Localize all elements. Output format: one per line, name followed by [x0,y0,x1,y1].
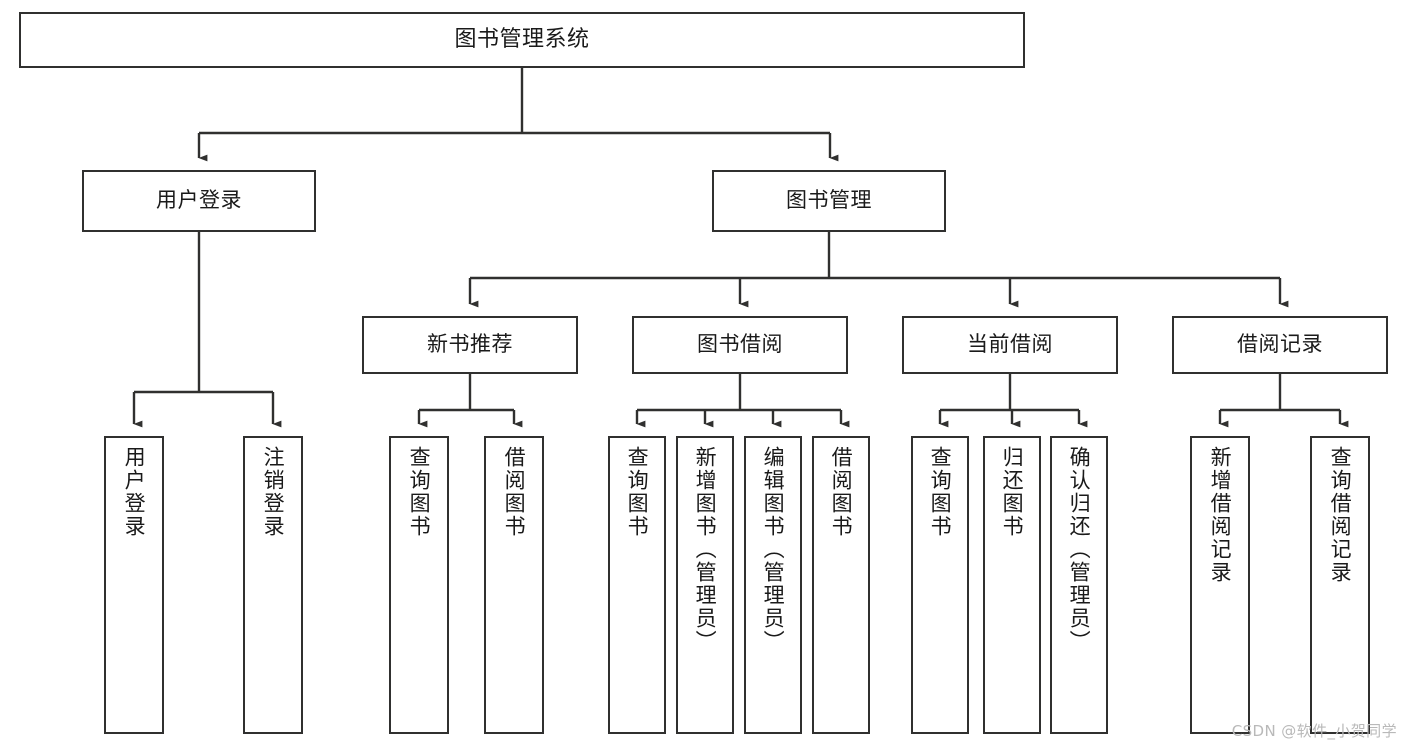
node-book-borrow[interactable]: 图书借阅 [632,316,848,374]
node-leaf-query-book-3[interactable]: 查询图书 [911,436,969,734]
node-user-login[interactable]: 用户登录 [82,170,316,232]
node-leaf-query-record[interactable]: 查询借阅记录 [1310,436,1370,734]
node-book-manage-label: 图书管理 [786,188,872,213]
node-leaf-borrow-book-1[interactable]: 借阅图书 [484,436,544,734]
node-user-login-label: 用户登录 [156,188,242,213]
node-current-borrow-label: 当前借阅 [967,332,1053,357]
node-leaf-add-book-label: 新增图书（管理员） [693,446,718,653]
node-leaf-return-book-label: 归还图书 [1000,446,1025,538]
node-leaf-query-book-3-label: 查询图书 [928,446,953,538]
node-leaf-borrow-book-2[interactable]: 借阅图书 [812,436,870,734]
node-new-book-recommend[interactable]: 新书推荐 [362,316,578,374]
node-leaf-edit-book[interactable]: 编辑图书（管理员） [744,436,802,734]
node-leaf-borrow-book-2-label: 借阅图书 [829,446,854,538]
node-new-book-recommend-label: 新书推荐 [427,332,513,357]
node-leaf-query-book-1-label: 查询图书 [407,446,432,538]
node-leaf-query-book-2-label: 查询图书 [625,446,650,538]
node-leaf-user-logout[interactable]: 注销登录 [243,436,303,734]
node-leaf-add-record[interactable]: 新增借阅记录 [1190,436,1250,734]
node-leaf-borrow-book-1-label: 借阅图书 [502,446,527,538]
node-book-manage[interactable]: 图书管理 [712,170,946,232]
node-current-borrow[interactable]: 当前借阅 [902,316,1118,374]
node-leaf-confirm-return-label: 确认归还（管理员） [1067,446,1092,653]
node-borrow-record[interactable]: 借阅记录 [1172,316,1388,374]
node-leaf-query-record-label: 查询借阅记录 [1328,446,1353,584]
node-leaf-user-login-label: 用户登录 [122,446,147,538]
node-leaf-query-book-2[interactable]: 查询图书 [608,436,666,734]
watermark-text: CSDN @软件_小贺同学 [1231,722,1397,740]
node-leaf-add-book[interactable]: 新增图书（管理员） [676,436,734,734]
node-borrow-record-label: 借阅记录 [1237,332,1323,357]
node-leaf-return-book[interactable]: 归还图书 [983,436,1041,734]
node-leaf-query-book-1[interactable]: 查询图书 [389,436,449,734]
node-leaf-confirm-return[interactable]: 确认归还（管理员） [1050,436,1108,734]
node-leaf-edit-book-label: 编辑图书（管理员） [761,446,786,653]
node-leaf-user-login[interactable]: 用户登录 [104,436,164,734]
node-leaf-add-record-label: 新增借阅记录 [1208,446,1233,584]
node-book-borrow-label: 图书借阅 [697,332,783,357]
node-leaf-user-logout-label: 注销登录 [261,446,286,538]
node-root[interactable]: 图书管理系统 [19,12,1025,68]
node-root-label: 图书管理系统 [454,26,590,52]
